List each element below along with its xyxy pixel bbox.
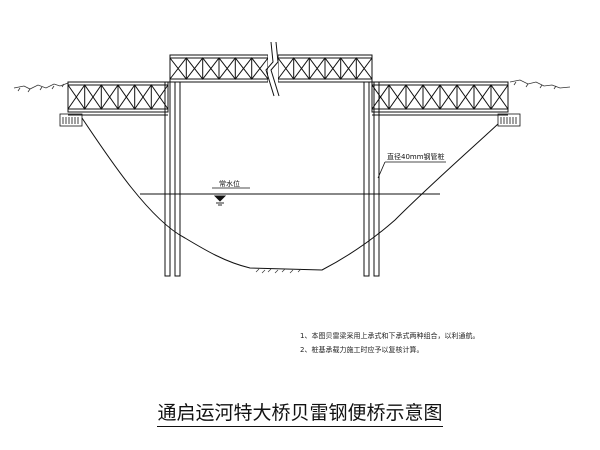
water-level-label: 常水位 [219, 179, 240, 188]
note-2: 2、桩基承载力施工时应予以复核计算。 [300, 346, 424, 354]
diagram-title-text: 通启运河特大桥贝雷钢便桥示意图 [157, 402, 443, 427]
pile-label: 直径40mm钢管桩 [387, 152, 445, 161]
center-bailey-truss-left [169, 54, 269, 83]
note-1: 1、本图贝雷梁采用上承式和下承式两种组合，以利通航。 [300, 332, 480, 340]
break-symbol [265, 41, 280, 98]
pile-leader [377, 161, 446, 179]
abutment-left [59, 113, 83, 127]
water-level-symbol [213, 195, 227, 206]
ground-line-right [509, 79, 571, 90]
ground-line-left [13, 82, 69, 93]
right-bailey-truss [371, 81, 509, 116]
left-bailey-truss [67, 81, 169, 116]
pile-right [363, 81, 380, 277]
riverbed-hatch [255, 268, 302, 274]
diagram-title: 通启运河特大桥贝雷钢便桥示意图 [0, 398, 600, 427]
center-bailey-truss-right [277, 54, 373, 83]
pile-left [164, 81, 181, 277]
riverbed-profile [81, 117, 499, 271]
abutment-right [497, 113, 521, 127]
